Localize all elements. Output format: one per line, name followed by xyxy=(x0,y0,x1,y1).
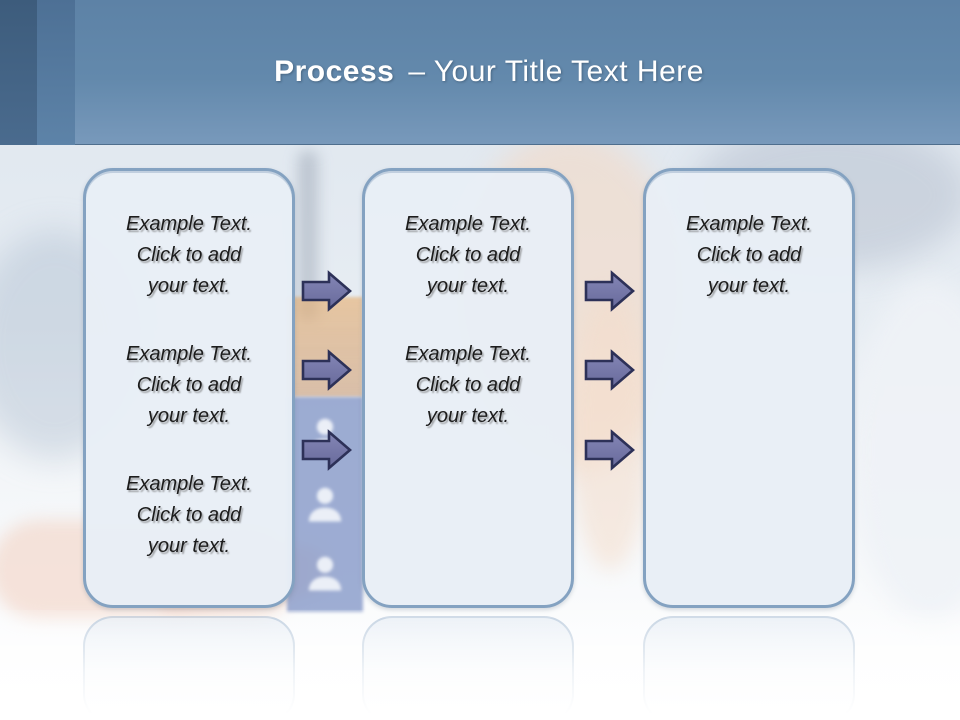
process-box-2: Example Text. Click to add your text. Ex… xyxy=(362,168,574,608)
right-arrow-icon xyxy=(301,349,352,391)
box-text: Example Text. Click to add your text. xyxy=(686,213,812,297)
box-reflection xyxy=(643,616,855,720)
background-block xyxy=(287,297,363,397)
right-arrow-icon xyxy=(301,429,352,471)
box-text: Example Text. Click to add your text. xyxy=(126,473,252,557)
background-photo-shape xyxy=(850,280,960,620)
box-reflection xyxy=(362,616,574,720)
box-text: Example Text. Click to add your text. xyxy=(126,213,252,297)
right-arrow-icon xyxy=(584,429,635,471)
box-text: Example Text. Click to add your text. xyxy=(405,213,531,297)
right-arrow-icon xyxy=(584,349,635,391)
right-arrow-icon xyxy=(584,270,635,312)
slide-header: Process – Your Title Text Here xyxy=(0,0,960,145)
box-text: Example Text. Click to add your text. xyxy=(405,343,531,427)
page-title-emphasis: Process xyxy=(274,55,395,88)
process-box-3: Example Text. Click to add your text. xyxy=(643,168,855,608)
right-arrow-icon xyxy=(301,270,352,312)
person-icon xyxy=(303,550,347,598)
page-title: Process – Your Title Text Here xyxy=(256,55,704,89)
process-box-1: Example Text. Click to add your text. Ex… xyxy=(83,168,295,608)
person-icon xyxy=(303,481,347,529)
header-accent-strip-dark xyxy=(0,0,37,145)
page-title-rest: – Your Title Text Here xyxy=(408,55,704,88)
header-accent-strip-mid xyxy=(37,0,75,145)
box-reflection xyxy=(83,616,295,720)
box-text: Example Text. Click to add your text. xyxy=(126,343,252,427)
